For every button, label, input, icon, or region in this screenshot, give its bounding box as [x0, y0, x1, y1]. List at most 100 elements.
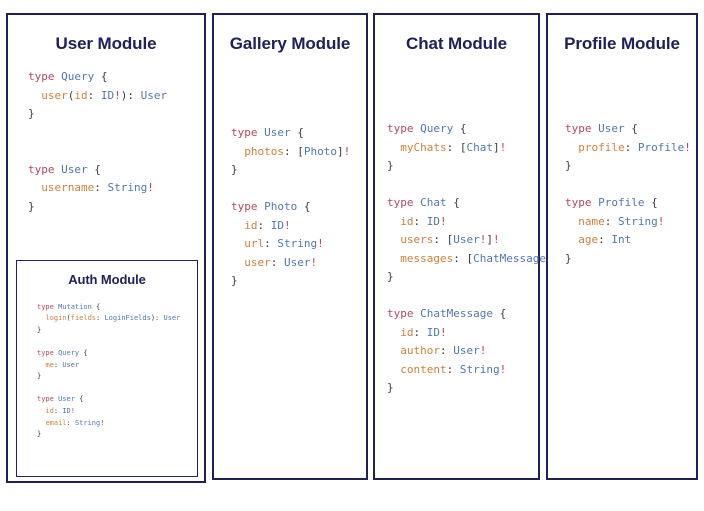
code-token-punc	[387, 215, 400, 228]
code-token-type: Query	[58, 348, 80, 357]
code-token-punc: {	[624, 122, 638, 136]
code-token-punc: {	[297, 200, 311, 214]
code-token-type: Query	[61, 70, 95, 84]
code-line: photos: [Photo]!	[231, 143, 366, 162]
code-line: }	[37, 325, 197, 337]
module-card-auth[interactable]: Auth Module type Mutation { login(fields…	[16, 260, 198, 477]
code-block-gallery: type User { photos: [Photo]!} type Photo…	[231, 124, 366, 291]
code-token-type: String	[277, 237, 318, 251]
code-token-bang: !	[310, 255, 318, 269]
code-token-field: users	[400, 233, 434, 247]
code-token-punc: ]	[486, 233, 493, 247]
code-token-field: id	[45, 406, 54, 415]
code-token-field: login	[45, 314, 67, 323]
code-token-field: user	[244, 255, 271, 269]
code-token-punc: }	[387, 159, 394, 173]
code-line: name: String!	[565, 213, 696, 232]
code-token-type: ID	[62, 406, 71, 415]
code-token-punc: :	[66, 418, 75, 427]
code-token-punc: {	[74, 395, 84, 404]
code-line: type Query {	[28, 68, 204, 87]
code-token-punc: {	[79, 348, 88, 357]
code-line: type Profile {	[565, 194, 696, 213]
code-line: myChats: [Chat]!	[387, 139, 538, 158]
code-token-field: id	[74, 88, 88, 102]
code-token-punc: {	[94, 70, 108, 84]
code-token-kw: type	[37, 395, 59, 404]
code-token-kw: type	[28, 162, 62, 176]
code-token-type: ID	[426, 214, 440, 228]
code-line: age: Int	[565, 231, 696, 250]
code-token-punc: :	[53, 406, 63, 415]
code-token-type: Query	[420, 122, 454, 136]
code-token-bang: !	[493, 233, 500, 247]
code-token-type: User	[453, 233, 480, 247]
code-token-field: username	[41, 181, 95, 195]
code-token-type: LoginFields	[104, 314, 151, 323]
code-token-punc	[28, 181, 41, 194]
code-line: }	[37, 429, 197, 441]
code-token-punc	[28, 89, 41, 102]
code-token-punc: }	[37, 372, 42, 381]
code-token-type: User	[58, 395, 75, 404]
code-token-punc: {	[453, 122, 467, 136]
code-token-bang: !	[499, 140, 507, 154]
code-token-bang: !	[657, 214, 665, 228]
code-line: }	[231, 161, 366, 180]
code-token-punc: : [	[453, 251, 474, 265]
code-token-bang: !	[114, 88, 121, 102]
code-token-type: User	[140, 88, 168, 102]
code-token-punc	[387, 252, 400, 265]
code-token-punc: : [	[284, 144, 304, 158]
code-token-type: Int	[611, 233, 632, 247]
code-token-type: Photo	[303, 144, 337, 158]
code-token-field: photos	[244, 144, 284, 158]
code-line: email: String!	[37, 418, 197, 430]
code-token-punc: }	[565, 159, 572, 173]
code-line	[387, 287, 538, 306]
code-token-punc: ):	[120, 88, 141, 102]
code-line: content: String!	[387, 361, 538, 380]
code-token-punc	[231, 145, 244, 158]
code-token-type: User	[264, 126, 291, 140]
code-token-field: name	[578, 214, 605, 228]
code-token-type: Profile	[637, 140, 685, 154]
code-token-punc	[387, 344, 400, 357]
code-token-punc: :	[264, 237, 278, 251]
code-token-punc: {	[91, 302, 101, 311]
code-line: url: String!	[231, 235, 366, 254]
module-card-gallery[interactable]: Gallery Module type User { photos: [Phot…	[212, 13, 368, 480]
code-token-kw: type	[387, 307, 421, 321]
code-token-punc: :	[413, 325, 427, 339]
code-token-punc: :	[87, 88, 101, 102]
code-token-type: ChatMessage	[473, 251, 546, 265]
code-token-type: ID	[100, 88, 115, 102]
code-line: profile: Profile!	[565, 139, 696, 158]
code-token-type: Photo	[264, 200, 298, 214]
code-line: type Photo {	[231, 198, 366, 217]
code-token-field: myChats	[400, 140, 447, 154]
code-line	[231, 180, 366, 199]
code-token-punc	[387, 141, 400, 154]
code-token-type: User	[598, 122, 625, 136]
code-token-kw: type	[28, 70, 62, 84]
code-line: type Query {	[37, 348, 197, 360]
code-line: username: String!	[28, 179, 204, 198]
code-token-bang: !	[684, 140, 691, 154]
code-token-type: String	[107, 181, 148, 195]
code-token-type: ID	[270, 218, 284, 232]
code-line: }	[37, 371, 197, 383]
module-card-chat[interactable]: Chat Module type Query { myChats: [Chat]…	[373, 13, 559, 480]
code-token-field: profile	[578, 140, 625, 154]
code-token-type: Mutation	[58, 302, 92, 311]
code-token-field: me	[45, 360, 54, 369]
module-card-user[interactable]: User Module type Query { user(id: ID!): …	[6, 13, 206, 483]
code-token-punc: ):	[150, 314, 164, 323]
code-token-punc: ]	[492, 140, 500, 154]
code-token-punc: :	[624, 140, 638, 154]
code-token-punc: :	[598, 233, 612, 247]
module-card-profile[interactable]: Profile Module type User { profile: Prof…	[546, 13, 698, 480]
code-line: user(id: ID!): User	[28, 87, 204, 106]
code-token-kw: type	[231, 200, 265, 214]
code-token-type: User	[453, 344, 480, 358]
